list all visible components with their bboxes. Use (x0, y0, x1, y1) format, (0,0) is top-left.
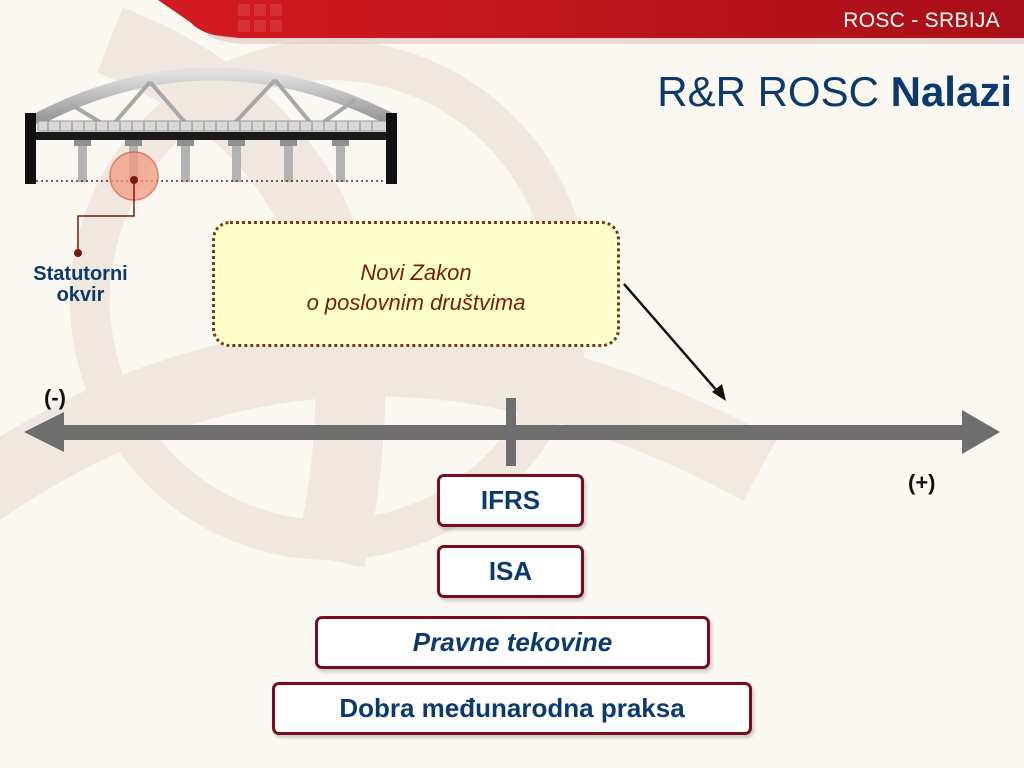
title-regular: R&R ROSC (657, 68, 879, 115)
scale-negative-label: (-) (44, 385, 66, 410)
pillar-legal-acquis: Pravne tekovine (315, 616, 710, 669)
header-tag: ROSC - SRBIJA (843, 9, 1000, 32)
scale-positive-label: (+) (908, 470, 936, 495)
pillar-good-international-practice: Dobra međunarodna praksa (272, 682, 752, 735)
title-bold: Nalazi (890, 68, 1012, 115)
law-callout: Novi Zakon o poslovnim društvima (212, 221, 620, 347)
scale-axis (24, 398, 1000, 466)
slide-title: R&R ROSC Nalazi (520, 66, 1012, 118)
statutory-framework-label: Statutorni okvir (33, 263, 128, 306)
bridge-illustration (25, 67, 397, 257)
pillar-ifrs: IFRS (437, 474, 584, 527)
header-banner (158, 0, 1024, 44)
callout-line-1: Novi Zakon (360, 260, 472, 285)
callout-pointer-arrow (623, 283, 726, 401)
callout-line-2: o poslovnim društvima (306, 290, 526, 315)
pillar-isa: ISA (437, 545, 584, 598)
